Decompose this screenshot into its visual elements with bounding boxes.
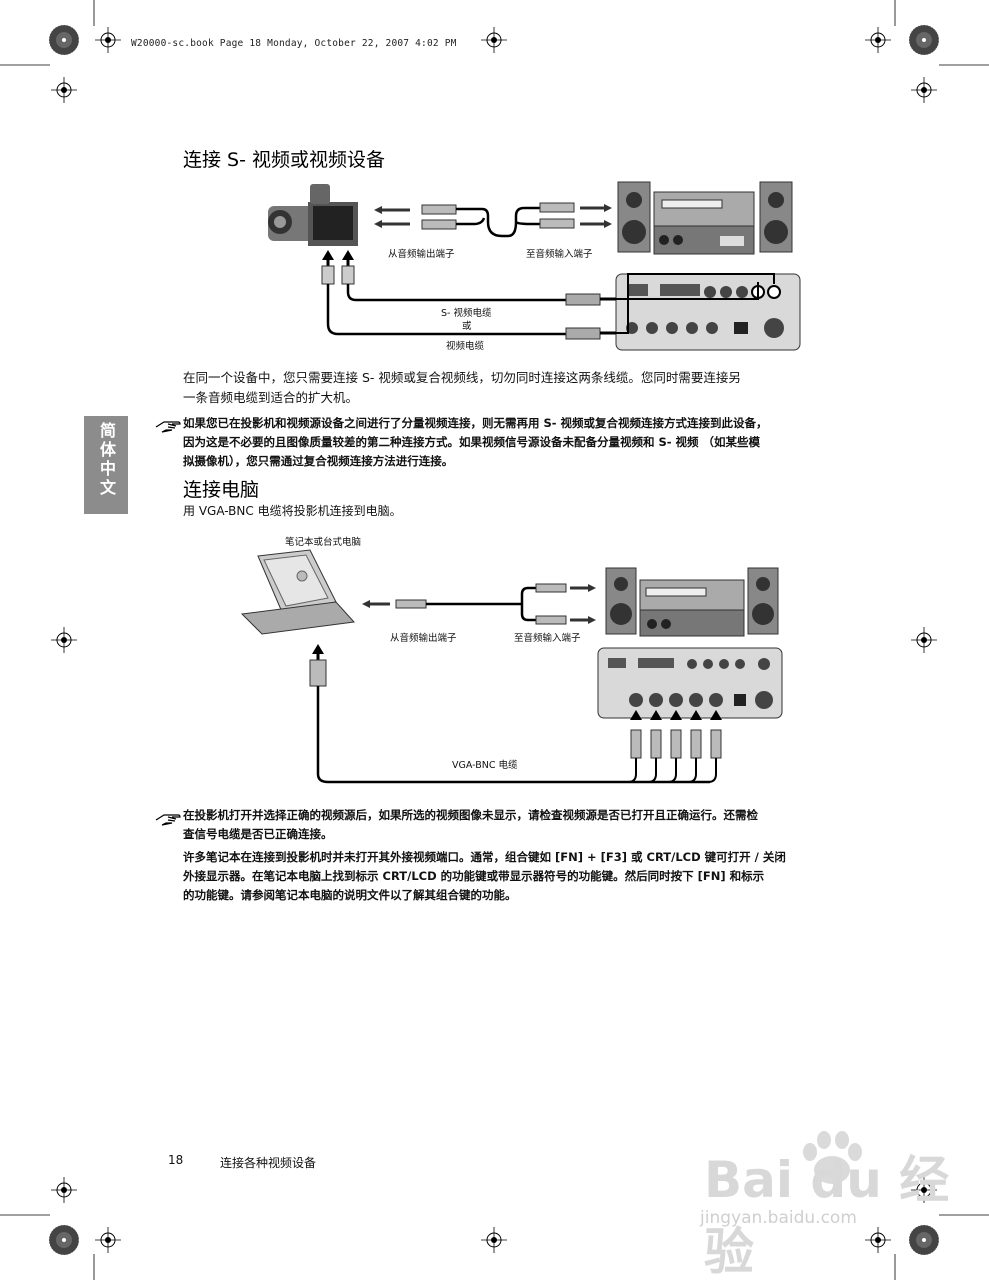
watermark-brand: Bai du 经验 [704,1151,950,1281]
section1-title: 连接 S- 视频或视频设备 [183,149,385,171]
paw-logo-icon [803,1131,862,1184]
label-audio-out-1: 从音频输出端子 [388,249,455,260]
label-computer: 笔记本或台式电脑 [285,537,362,548]
section2-title: 连接电脑 [183,479,260,501]
label-or: 或 [462,321,472,332]
chapter-title: 连接各种视频设备 [220,1156,317,1170]
section1-paragraph: 在同一个设备中，您只需要连接 S- 视频或复合视频线，切勿同时连接这两条线缆。您… [183,370,741,405]
print-header: W20000-sc.book Page 18 Monday, October 2… [131,38,457,49]
side-tab-label: 简体中文 [97,422,116,498]
projector-panel-icon [604,273,801,351]
stereo-system-icon [617,181,793,255]
page-number: 18 [168,1153,184,1167]
section1-note: 如果您已在投影机和视频源设备之间进行了分量视频连接，则无需再用 S- 视频或复合… [183,416,768,468]
laptop-icon [240,549,356,635]
camcorder-icon [268,184,358,246]
bnc-connectors-icon [627,710,722,783]
note-hand-icon [155,421,181,433]
label-audio-in-2: 至音频输入端子 [514,633,581,644]
computer-connection-diagram [240,549,783,784]
label-svideo-cable: S- 视频电缆 [441,308,492,319]
section2-subtitle: 用 VGA-BNC 电缆将投影机连接到电脑。 [183,504,402,518]
projector-panel-icon-2 [597,647,783,719]
section2-note2: 许多笔记本在连接到投影机时并未打开其外接视频端口。通常，组合键如 [FN] + … [183,850,786,902]
note-hand-icon-2 [155,814,181,826]
watermark-url: jingyan.baidu.com [700,1208,857,1228]
label-video-cable: 视频电缆 [446,341,485,352]
label-audio-in-1: 至音频输入端子 [526,249,593,260]
language-side-tab[interactable]: 简体中文 [84,416,128,514]
label-vga-bnc-cable: VGA-BNC 电缆 [452,760,518,771]
section2-note1: 在投影机打开并选择正确的视频源后，如果所选的视频图像未显示，请检查视频源是否已打… [183,808,758,841]
svideo-connection-diagram [268,181,801,351]
label-audio-out-2: 从音频输出端子 [390,633,457,644]
stereo-system-icon-2 [605,567,779,637]
